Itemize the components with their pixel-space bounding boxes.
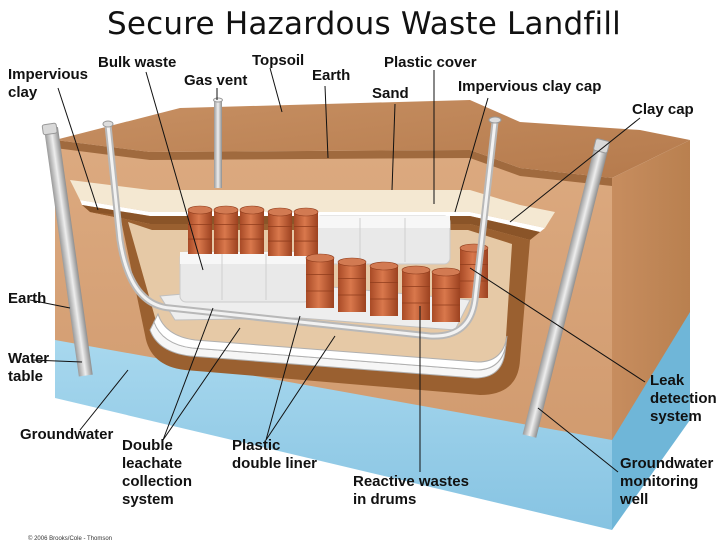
leader-lines (29, 67, 646, 473)
pipe-cap-right (488, 116, 502, 124)
drum-lid (187, 205, 213, 215)
drum-lid (369, 261, 399, 271)
left-monitoring-well (44, 127, 93, 377)
label-reactive-wastes: Reactive wastes in drums (353, 473, 469, 508)
label-double-leachate: Double leachate collection system (122, 437, 193, 508)
drum (214, 210, 238, 254)
drum (294, 212, 318, 256)
drum (306, 258, 334, 308)
drum (338, 262, 366, 312)
drum-lid (337, 257, 367, 267)
label-topsoil: Topsoil (252, 52, 305, 69)
label-sand: Sand (372, 85, 409, 102)
label-earth-left: Earth (8, 290, 47, 307)
drum-lid (293, 207, 319, 217)
drum (240, 210, 264, 254)
label-clay-cap: Clay cap (632, 101, 694, 118)
label-earth-top: Earth (312, 67, 351, 84)
copyright-text: © 2006 Brooks/Cole - Thomson (28, 536, 113, 542)
page-title: Secure Hazardous Waste Landfill (107, 6, 621, 42)
drums-back-row (187, 205, 319, 256)
drum-lid (401, 265, 431, 275)
drum-lid (267, 207, 293, 217)
pipe-cap-left (102, 120, 114, 128)
label-impervious-clay-cap: Impervious clay cap (458, 78, 602, 95)
label-bulk-waste: Bulk waste (98, 54, 177, 71)
label-gas-vent: Gas vent (184, 72, 248, 89)
drums-front-row (305, 243, 489, 322)
label-leak-detection: Leak detection system (650, 372, 717, 425)
groundwater-front (55, 340, 612, 530)
drum-lid (213, 205, 239, 215)
label-groundwater: Groundwater (20, 426, 114, 443)
drum-lid (239, 205, 265, 215)
label-plastic-cover: Plastic cover (384, 54, 477, 71)
topsoil-surface (55, 100, 690, 178)
label-water-table: Water table (8, 350, 50, 385)
drum-lid (305, 253, 335, 263)
drum-lid (431, 267, 461, 277)
drum (268, 212, 292, 256)
label-groundwater-monitoring: Groundwater monitoring well (620, 455, 714, 508)
drum (370, 266, 398, 316)
groundwater-monitoring-well (522, 143, 609, 438)
drum (432, 272, 460, 322)
drum (402, 270, 430, 320)
label-plastic-double-liner: Plastic double liner (232, 437, 318, 472)
gas-vent-pipe (214, 100, 222, 188)
leachate-collection-layer (153, 312, 508, 371)
bulk-waste-blocks (179, 215, 451, 303)
groundwater-side (612, 312, 690, 530)
label-impervious-clay: Impervious clay (8, 66, 89, 101)
